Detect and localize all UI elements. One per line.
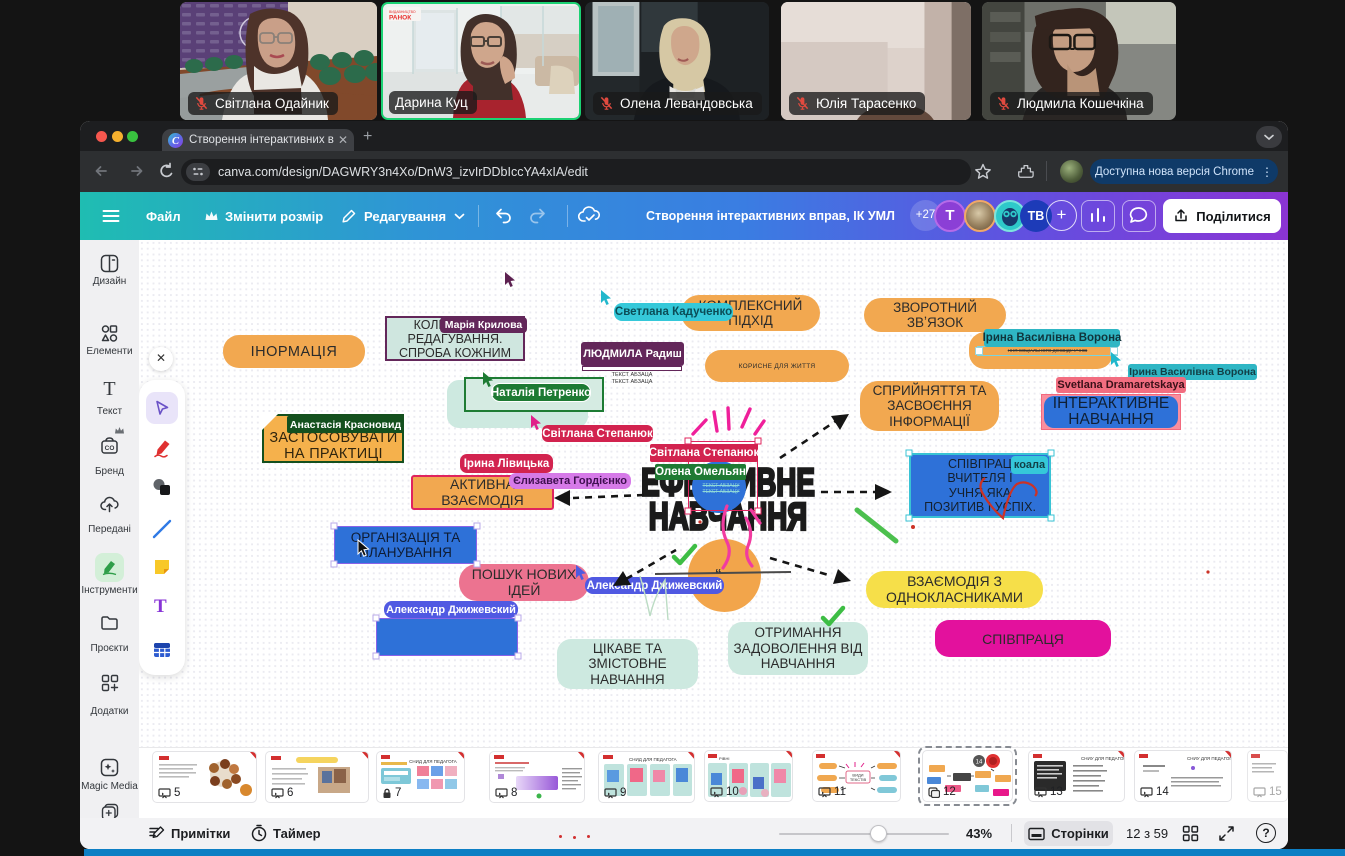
- svg-text:ВИДАВНИЦТВО: ВИДАВНИЦТВО: [389, 10, 416, 14]
- svg-text:РІВНІ: РІВНІ: [719, 756, 729, 761]
- svg-text:СНИУ ДЛЯ ПЕДАГОГА: СНИУ ДЛЯ ПЕДАГОГА: [1187, 756, 1232, 761]
- svg-text:14: 14: [976, 760, 983, 766]
- svg-text:CO: CO: [105, 445, 115, 452]
- svg-text:СНИД ДЛЯ ПЕДАГОГА: СНИД ДЛЯ ПЕДАГОГА: [409, 759, 457, 764]
- svg-text:СНИД ДЛЯ ПЕДАГОГА: СНИД ДЛЯ ПЕДАГОГА: [629, 757, 677, 762]
- svg-text:ТЕКСТІВ: ТЕКСТІВ: [850, 777, 867, 782]
- svg-text:РАНОК: РАНОК: [389, 15, 411, 22]
- svg-text:ВИДИ: ВИДИ: [852, 773, 863, 778]
- svg-text:СНИУ ДЛЯ ПЕДАГОГ..: СНИУ ДЛЯ ПЕДАГОГ..: [1081, 756, 1125, 761]
- svg-text:C: C: [172, 136, 180, 147]
